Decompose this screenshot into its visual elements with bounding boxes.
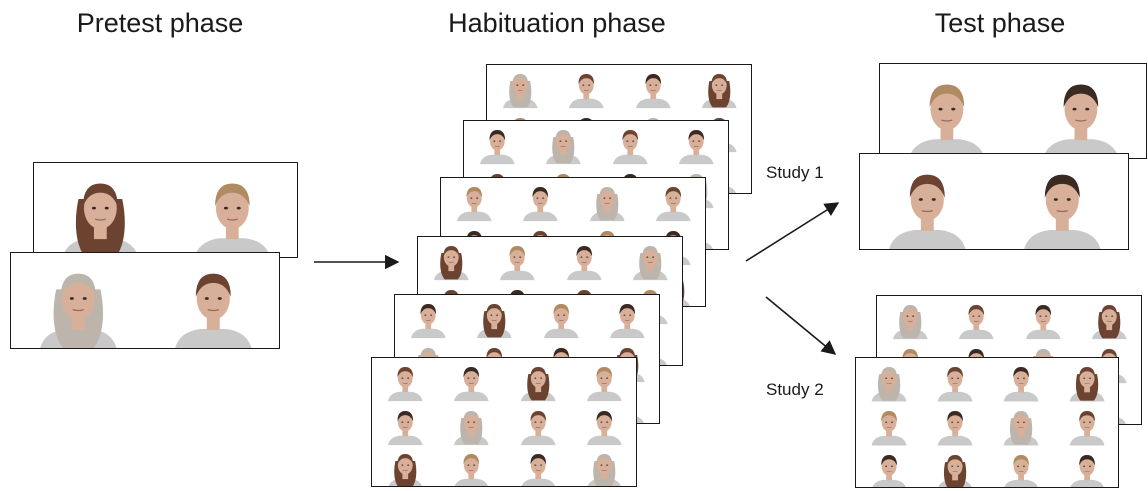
habituation-card-6 (371, 357, 637, 487)
study1-card-back (879, 63, 1147, 159)
face-photo-icon (513, 360, 564, 402)
face-photo-icon (380, 447, 431, 486)
face-photo-icon (446, 360, 497, 402)
face-photo-icon (996, 360, 1046, 402)
face-photo-icon (648, 180, 699, 222)
face-photo-icon (162, 258, 265, 348)
face-photo-icon (495, 67, 546, 109)
face-photo-icon (449, 180, 500, 222)
face-photo-icon (930, 404, 980, 446)
face-photo-icon (1062, 360, 1112, 402)
face-photo-icon (380, 360, 431, 402)
face-photo-icon (426, 239, 477, 281)
face-photo-icon (1084, 298, 1135, 340)
face-photo-icon (403, 297, 454, 339)
face-photo-icon (671, 123, 722, 165)
face-photo-icon (579, 404, 630, 445)
face-photo-icon (380, 404, 431, 445)
face-photo-icon (446, 404, 497, 445)
face-photo-icon (182, 168, 283, 257)
face-photo-icon (694, 67, 745, 109)
face-photo-icon (469, 297, 520, 339)
face-photo-icon (446, 447, 497, 486)
face-photo-icon (1011, 159, 1114, 249)
pretest-card-front (10, 252, 280, 349)
face-photo-icon (1062, 404, 1112, 446)
face-photo-icon (625, 239, 676, 281)
face-photo-icon (492, 239, 543, 281)
phase-title-pretest: Pretest phase (76, 8, 244, 38)
face-photo-icon (605, 123, 656, 165)
face-photo-icon (515, 180, 566, 222)
face-photo-icon (996, 448, 1046, 487)
study2-card-front (855, 357, 1119, 488)
face-photo-icon (559, 239, 610, 281)
face-photo-icon (951, 298, 1002, 340)
face-photo-icon (896, 69, 998, 158)
arrow-icon (765, 296, 837, 355)
face-photo-icon (27, 258, 130, 348)
face-photo-icon (1062, 448, 1112, 487)
face-photo-icon (1018, 298, 1069, 340)
phase-title-habituation: Habituation phase (448, 8, 666, 38)
face-photo-icon (864, 404, 914, 446)
phase-title-test: Test phase (934, 8, 1066, 38)
face-photo-icon (538, 123, 589, 165)
face-photo-icon (628, 67, 679, 109)
face-photo-icon (50, 168, 151, 257)
arrow-icon (745, 202, 840, 262)
face-photo-icon (582, 180, 633, 222)
face-photo-icon (579, 447, 630, 486)
face-photo-icon (602, 297, 653, 339)
face-photo-icon (930, 448, 980, 487)
face-photo-icon (579, 360, 630, 402)
pretest-card-back (33, 162, 298, 258)
face-photo-icon (864, 360, 914, 402)
face-photo-icon (885, 298, 936, 340)
study-1-label: Study 1 (766, 163, 824, 182)
study-2-label: Study 2 (766, 380, 824, 399)
face-photo-icon (536, 297, 587, 339)
face-photo-icon (930, 360, 980, 402)
face-photo-icon (876, 159, 979, 249)
face-photo-icon (472, 123, 523, 165)
face-photo-icon (513, 447, 564, 486)
face-photo-icon (513, 404, 564, 445)
face-photo-icon (561, 67, 612, 109)
face-photo-icon (996, 404, 1046, 446)
face-photo-icon (864, 448, 914, 487)
face-photo-icon (1030, 69, 1132, 158)
study1-card-front (859, 153, 1129, 250)
